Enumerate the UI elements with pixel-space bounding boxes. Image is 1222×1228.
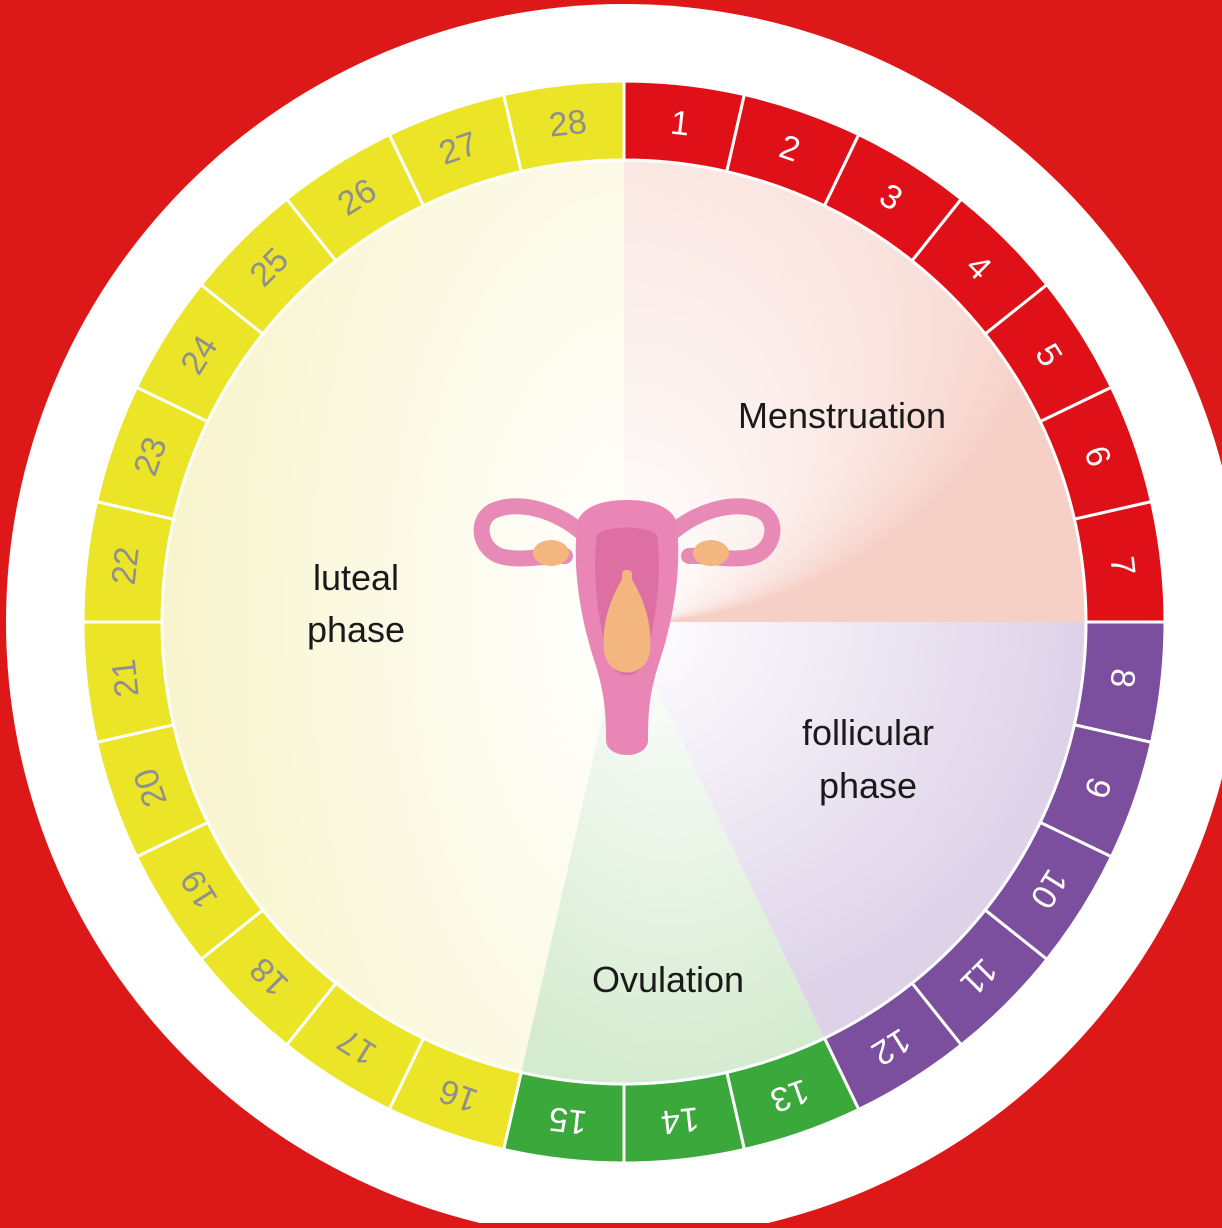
luteal-label-line2: phase [307, 609, 405, 650]
ovulation-label: Ovulation [592, 959, 744, 1000]
follicular-label-line1: follicular [802, 712, 934, 753]
day-number-21: 21 [105, 657, 147, 699]
left-ovary [533, 540, 569, 566]
follicular-label-line2: phase [819, 765, 917, 806]
right-ovary [693, 540, 729, 566]
day-number-28: 28 [547, 103, 589, 145]
cervix-canal [622, 570, 632, 610]
luteal-label-line1: luteal [313, 557, 399, 598]
day-number-15: 15 [547, 1099, 589, 1141]
day-number-14: 14 [659, 1099, 701, 1141]
day-number-22: 22 [105, 545, 147, 587]
menstruation-label: Menstruation [738, 395, 946, 436]
